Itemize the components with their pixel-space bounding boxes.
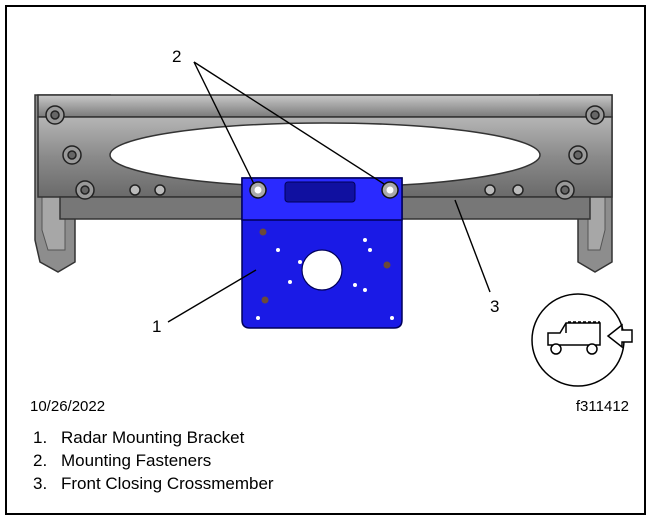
legend-item: 1. Radar Mounting Bracket [33, 426, 274, 449]
legend-number: 2. [33, 451, 48, 470]
truck-front-direction-icon [531, 293, 633, 387]
figure-frame [5, 5, 646, 515]
mounting-fasteners [249, 181, 399, 199]
legend-label: Front Closing Crossmember [61, 474, 274, 493]
legend-label: Mounting Fasteners [61, 451, 212, 470]
legend-item: 2. Mounting Fasteners [33, 449, 274, 472]
legend-label: Radar Mounting Bracket [61, 428, 245, 447]
frame-bolts [45, 105, 605, 200]
legend-number: 3. [33, 474, 48, 493]
legend: 1. Radar Mounting Bracket 2. Mounting Fa… [33, 426, 274, 495]
figure-date: 10/26/2022 [30, 398, 106, 415]
legend-item: 3. Front Closing Crossmember [33, 472, 274, 495]
figure-id: f311412 [575, 398, 629, 415]
callout-1: 1 [152, 317, 161, 336]
callout-2: 2 [172, 47, 181, 66]
legend-number: 1. [33, 428, 48, 447]
callout-3: 3 [490, 297, 499, 316]
radar-mounting-bracket [241, 177, 403, 329]
leader-lines [167, 61, 491, 323]
